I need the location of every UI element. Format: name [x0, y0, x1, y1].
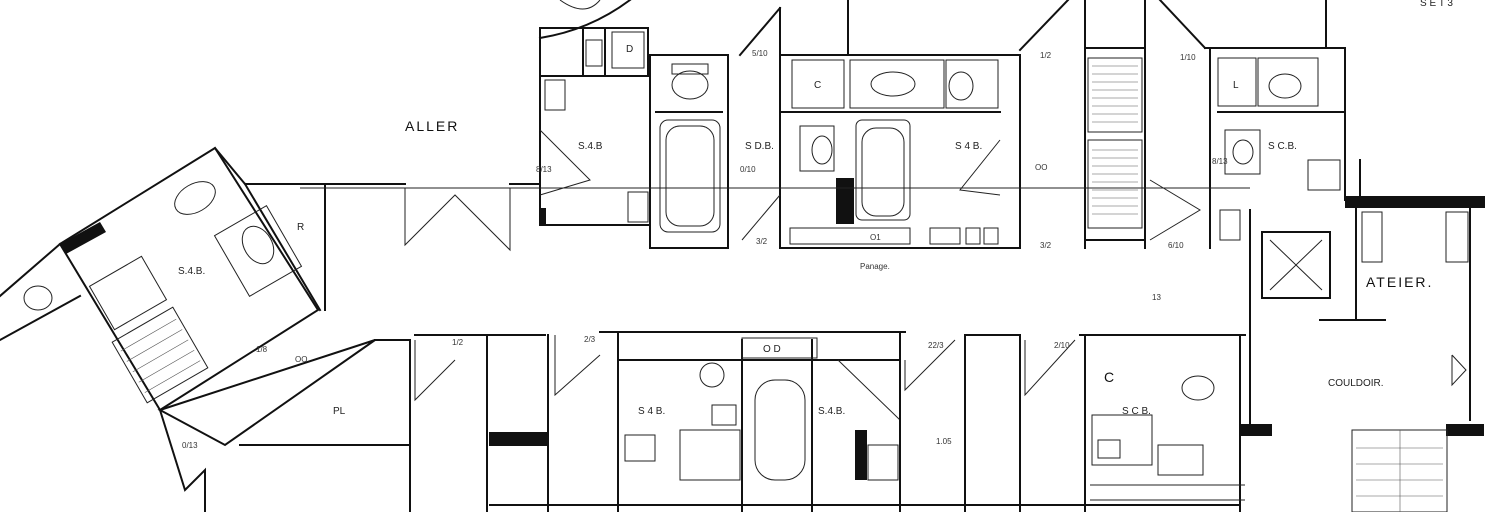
top-closets	[539, 27, 649, 77]
room-label-aller: ALLER	[405, 118, 459, 134]
room-label-bath-left: S.4.B.	[178, 266, 205, 277]
dim-annotation: 2/3	[584, 335, 596, 344]
spiral-stair	[538, 0, 632, 40]
dim-annotation: 8/13	[536, 165, 552, 174]
fixture-label-d: D	[626, 44, 633, 55]
bath-top-1	[539, 54, 729, 249]
room-label-couloir: COULDOIR.	[1328, 378, 1384, 389]
dim-annotation: 1/8	[256, 345, 268, 354]
elevator-atelier	[1240, 207, 1484, 512]
dim-annotation: 1.05	[936, 437, 952, 446]
dim-annotation: 2/10	[1054, 341, 1070, 350]
bath-top-2	[738, 0, 1021, 249]
dim-annotation: OO	[295, 355, 307, 364]
fixture-label-o1: O1	[870, 233, 881, 242]
stair-block	[1018, 0, 1201, 249]
room-label-shower-top: S C.B.	[1268, 141, 1297, 152]
fixture-label-c: C	[814, 80, 821, 91]
bath-left-rotated	[0, 146, 326, 412]
fixture-label-l: L	[1233, 80, 1239, 91]
dim-annotation: 1/2	[452, 338, 464, 347]
room-label-passage: Panage.	[860, 262, 890, 271]
room-label-atelier: ATEIER.	[1366, 274, 1433, 290]
dim-annotation: 3/2	[1040, 241, 1052, 250]
dim-annotation: 0/13	[182, 441, 198, 450]
room-label-shower-bot: S C B.	[1122, 406, 1151, 417]
dim-annotation: 1/10	[1180, 53, 1196, 62]
bath-top-right	[1158, 0, 1485, 249]
fixture-label-od: O D	[763, 344, 781, 355]
room-label-pl: PL	[333, 406, 346, 417]
fixture-label-c-bottom: C	[1104, 369, 1116, 385]
room-label-bath-3: S 4 B.	[955, 141, 982, 152]
room-label-r: R	[297, 222, 304, 233]
dim-annotation: 5/10	[752, 49, 768, 58]
corridor	[300, 183, 1250, 252]
dim-annotation: 8/13	[1212, 157, 1228, 166]
fixture-label-oo: OO	[1035, 163, 1047, 172]
dim-annotation: 6/10	[1168, 241, 1184, 250]
dim-annotation: 0/10	[740, 165, 756, 174]
room-label-top-right: S E T 3	[1420, 0, 1453, 9]
dim-annotation: 3/2	[756, 237, 768, 246]
room-label-bath-bot-2: S.4.B.	[818, 406, 845, 417]
dim-annotation: 22/3	[928, 341, 944, 350]
room-label-bath-bot-1: S 4 B.	[638, 406, 665, 417]
room-label-bath-2: S D.B.	[745, 141, 774, 152]
bottom-rooms	[157, 331, 1246, 512]
room-label-bath-1: S.4.B	[578, 141, 603, 152]
dim-annotation: 1/2	[1040, 51, 1052, 60]
dim-annotation: 13	[1152, 293, 1161, 302]
